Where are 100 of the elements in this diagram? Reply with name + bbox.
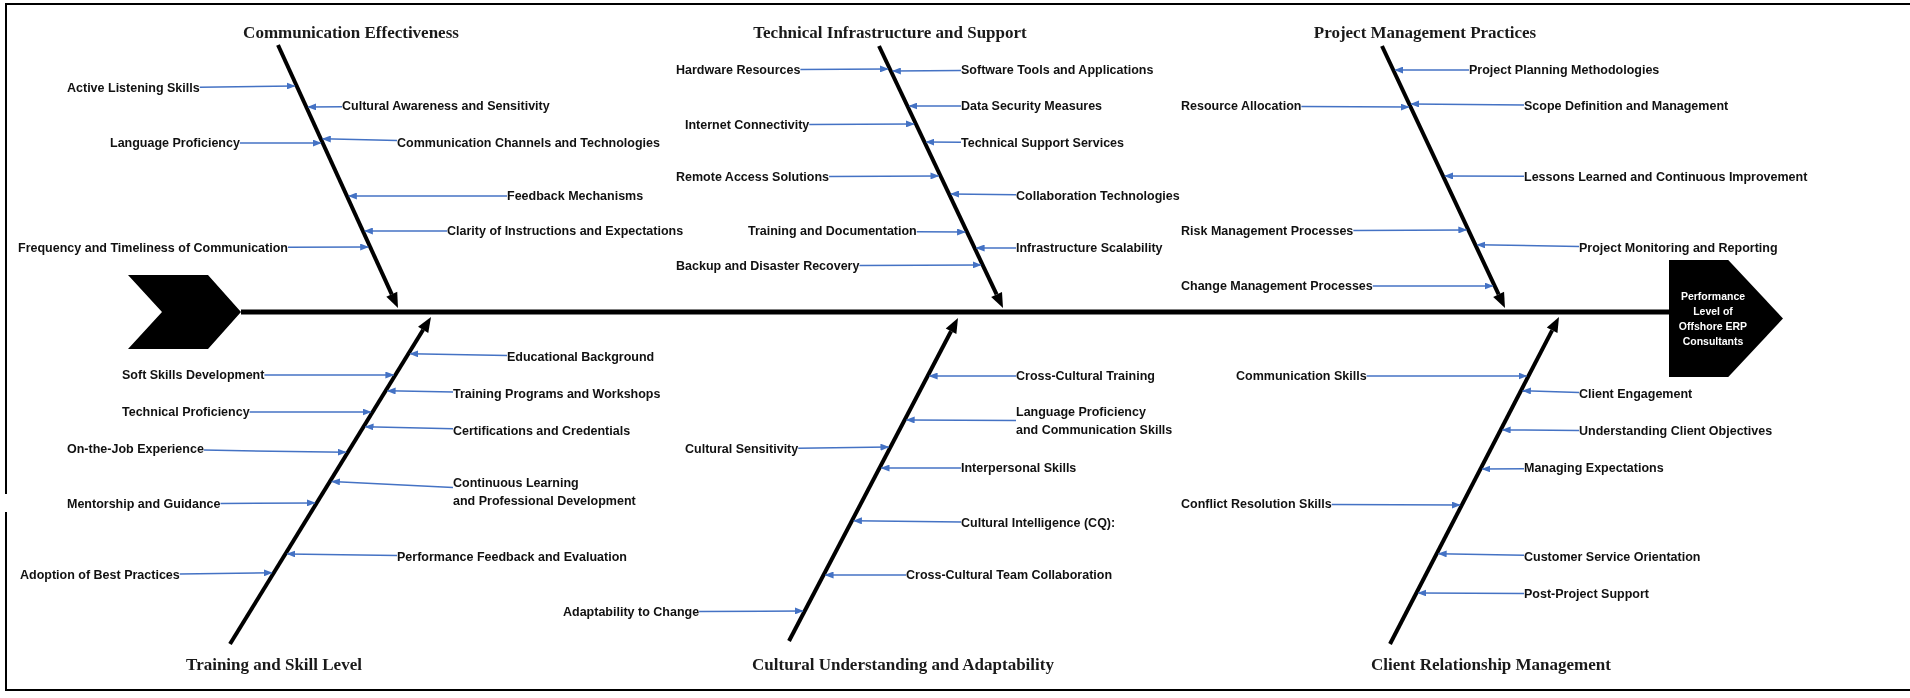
arrow (928, 372, 1017, 380)
arrow (1501, 426, 1580, 434)
arrow (797, 443, 890, 451)
arrow (219, 499, 316, 507)
category-heading: Client Relationship Management (1371, 655, 1611, 675)
category-heading: Technical Infrastructure and Support (753, 23, 1027, 43)
arrow (364, 423, 454, 431)
arrow (852, 517, 962, 525)
cause-label: Technical Proficiency (122, 403, 250, 421)
fish-tail-chevron (128, 275, 241, 349)
arrow (858, 261, 982, 269)
arrow (203, 448, 347, 456)
cause-label: Scope Definition and Management (1524, 97, 1729, 115)
cause-label: Mentorship and Guidance (67, 495, 221, 513)
cause-label: Training Programs and Workshops (453, 385, 661, 403)
arrow (880, 464, 962, 472)
cause-label: Hardware Resources (676, 61, 801, 79)
cause-label: Data Security Measures (961, 97, 1103, 115)
arrow (286, 550, 398, 558)
cause-label: Change Management Processes (1181, 277, 1373, 295)
arrow (1521, 387, 1580, 395)
cause-label: Interpersonal Skills (961, 459, 1077, 477)
arrow (386, 387, 454, 395)
cause-label: Feedback Mechanisms (507, 187, 644, 205)
cause-label: Soft Skills Development (122, 366, 265, 384)
arrow (239, 139, 322, 147)
cause-label: Internet Connectivity (685, 116, 810, 134)
arrow (330, 478, 454, 489)
cause-label: Communication Skills (1236, 367, 1367, 385)
cause-label: Remote Access Solutions (676, 168, 830, 186)
arrow (824, 571, 907, 579)
cause-label: Project Planning Methodologies (1469, 61, 1660, 79)
arrow (1410, 100, 1525, 108)
cause-label: Managing Expectations (1524, 459, 1664, 477)
cause-label: Certifications and Credentials (453, 422, 631, 440)
cause-label: Customer Service Orientation (1524, 548, 1701, 566)
cause-label: Backup and Disaster Recovery (676, 257, 860, 275)
cause-label: Language Proficiency and Communication Skills (1016, 403, 1173, 439)
arrow (916, 228, 967, 236)
arrow (1330, 501, 1461, 509)
arrow (363, 227, 448, 235)
cause-label: Cultural Awareness and Sensitivity (342, 97, 550, 115)
cause-label: On-the-Job Experience (67, 440, 204, 458)
arrow (248, 408, 372, 416)
arrow (179, 569, 273, 577)
spine-line (241, 309, 1669, 315)
cause-label: Software Tools and Applications (961, 61, 1154, 79)
arrow (321, 135, 398, 143)
arrow (908, 102, 962, 110)
cause-label: Client Engagement (1579, 385, 1693, 403)
cause-label: Educational Background (507, 348, 655, 366)
cause-label: Resource Allocation (1181, 97, 1302, 115)
cause-label: Adaptability to Change (563, 603, 700, 621)
arrow (950, 190, 1017, 198)
cause-label: Project Monitoring and Reporting (1579, 239, 1778, 257)
arrow (1476, 241, 1580, 249)
arrow (1481, 465, 1525, 473)
cause-label: Continuous Learning and Professional Development (453, 474, 636, 510)
arrow (1372, 282, 1494, 290)
category-heading: Communication Effectiveness (243, 23, 459, 43)
cause-label: Clarity of Instructions and Expectations (447, 222, 684, 240)
cause-label: Post-Project Support (1524, 585, 1649, 603)
arrow (828, 172, 940, 180)
arrow (287, 243, 370, 251)
arrow (698, 607, 804, 615)
arrow (198, 82, 296, 90)
cause-label: Cross-Cultural Team Collaboration (906, 566, 1113, 584)
cause-label: Technical Support Services (961, 134, 1125, 152)
arrow (307, 103, 343, 111)
cause-label: Training and Documentation (748, 222, 917, 240)
arrow (1417, 589, 1525, 597)
cause-label: Risk Management Processes (1181, 222, 1354, 240)
arrow (263, 371, 395, 379)
cause-label: Understanding Client Objectives (1579, 422, 1773, 440)
arrow (1394, 66, 1470, 74)
cause-label: Collaboration Technologies (1016, 187, 1180, 205)
category-heading: Cultural Understanding and Adaptability (752, 655, 1054, 675)
arrow (409, 350, 508, 358)
cause-label: Cultural Intelligence (CQ): (961, 514, 1116, 532)
cause-label: Adoption of Best Practices (20, 566, 180, 584)
cause-label: Frequency and Timeliness of Communication (18, 239, 288, 257)
arrow (925, 138, 962, 146)
arrow (1352, 226, 1468, 234)
cause-label: Communication Channels and Technologies (397, 134, 660, 152)
arrow (905, 416, 1017, 424)
cause-label: Active Listening Skills (67, 79, 200, 97)
arrow (1300, 103, 1410, 111)
arrow (1444, 172, 1525, 180)
category-heading: Project Management Practices (1313, 23, 1537, 43)
cause-label: Conflict Resolution Skills (1181, 495, 1332, 513)
cause-label: Language Proficiency (110, 134, 240, 152)
arrow (1437, 550, 1525, 558)
category-heading: Training and Skill Level (186, 655, 362, 675)
cause-label: Performance Feedback and Evaluation (397, 548, 627, 566)
cause-label: Cultural Sensitivity (685, 440, 799, 458)
cause-label: Cross-Cultural Training (1016, 367, 1155, 385)
effect-head: Performance Level of Offshore ERP Consultants (1669, 260, 1783, 377)
arrow (347, 192, 508, 200)
cause-label: Lessons Learned and Continuous Improvement (1524, 168, 1808, 186)
arrow (1365, 372, 1528, 380)
